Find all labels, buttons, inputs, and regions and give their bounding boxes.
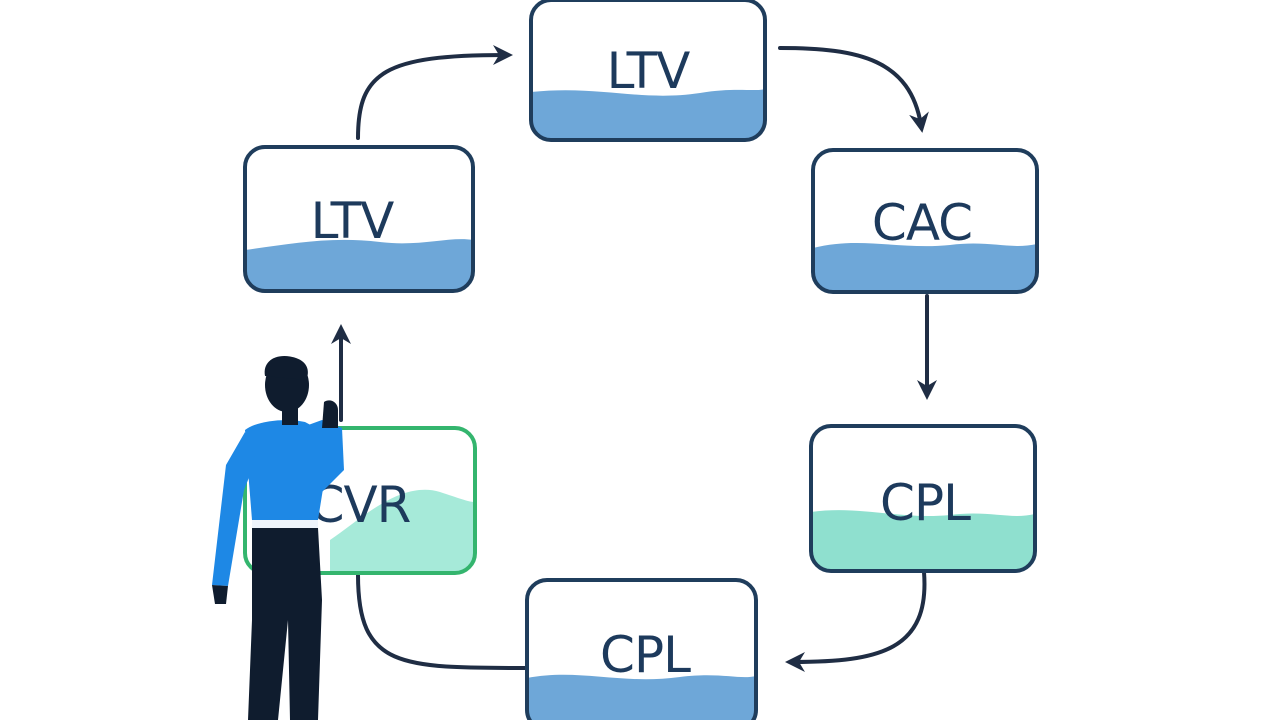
person-pants: [248, 528, 322, 720]
node-ltv-left-label: LTV: [311, 192, 395, 250]
person-belt: [252, 518, 318, 528]
node-ltv-left: LTV: [243, 145, 475, 293]
connectors: [331, 45, 937, 672]
person-hair: [264, 356, 308, 380]
node-cpl-right-fill: [811, 510, 1035, 571]
node-cpl-right: CPL: [809, 424, 1037, 573]
person-hand: [322, 400, 338, 428]
node-cac: CAC: [811, 148, 1039, 294]
node-cac-fill: [813, 243, 1037, 292]
node-ltv-top: LTV: [529, 0, 767, 142]
arrow-ltv-to-cac: [778, 46, 929, 133]
arrow-cpl-to-cvr: [356, 573, 527, 670]
node-cpl-right-label: CPL: [880, 474, 971, 532]
node-ltv-top-label: LTV: [607, 42, 691, 100]
node-ltv-top-fill: [531, 89, 765, 140]
node-cpl-bottom-label: CPL: [600, 626, 691, 684]
person-left-hand: [212, 585, 228, 604]
person-raised-arm: [300, 420, 344, 492]
node-cpl-bottom: CPL: [525, 578, 758, 720]
arrow-cpl-to-cpl: [785, 570, 927, 672]
arrow-ltv-to-ltv: [356, 45, 513, 140]
node-ltv-left-fill: [245, 239, 473, 291]
node-cac-label: CAC: [872, 194, 972, 252]
person-illustration: [212, 356, 344, 720]
person-left-arm: [212, 432, 256, 586]
node-cvr-fill: [330, 490, 475, 573]
